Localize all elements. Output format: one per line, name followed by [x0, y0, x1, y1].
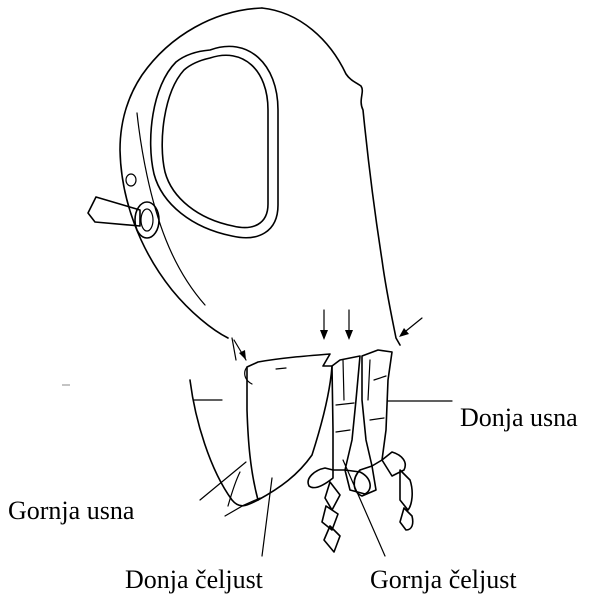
label-donja-usna: Donja usna: [460, 405, 578, 431]
mandible-outline: [247, 354, 332, 500]
head-capsule-outline: [262, 8, 400, 345]
labium-ridge: [368, 360, 386, 420]
labium-outline: [362, 350, 392, 466]
maxillary-palp: [308, 468, 340, 552]
antenna-stub: [88, 197, 140, 226]
mandible-tooth: [245, 367, 252, 384]
labial-palp: [382, 452, 413, 530]
label-donja-celjust: Donja čeljust: [125, 567, 263, 593]
labrum-plate: [225, 498, 260, 516]
arrow-3: [345, 310, 353, 340]
compound-eye-inner: [162, 55, 268, 227]
label-gornja-usna: Gornja usna: [8, 498, 134, 524]
leader-gornja-usna: [200, 462, 246, 500]
antenna-socket-inner: [141, 209, 153, 231]
ocellus: [126, 174, 136, 186]
arrow-4: [399, 318, 422, 337]
labrum-segment: [228, 472, 240, 506]
maxilla-joint-lines: [336, 360, 354, 432]
label-gornja-celjust: Gornja čeljust: [370, 567, 517, 593]
maxilla-body: [332, 356, 360, 470]
arrow-2: [320, 310, 328, 340]
antenna-socket-outer: [135, 202, 159, 238]
mandible-line: [276, 368, 286, 369]
leader-donja-celjust: [262, 478, 272, 556]
